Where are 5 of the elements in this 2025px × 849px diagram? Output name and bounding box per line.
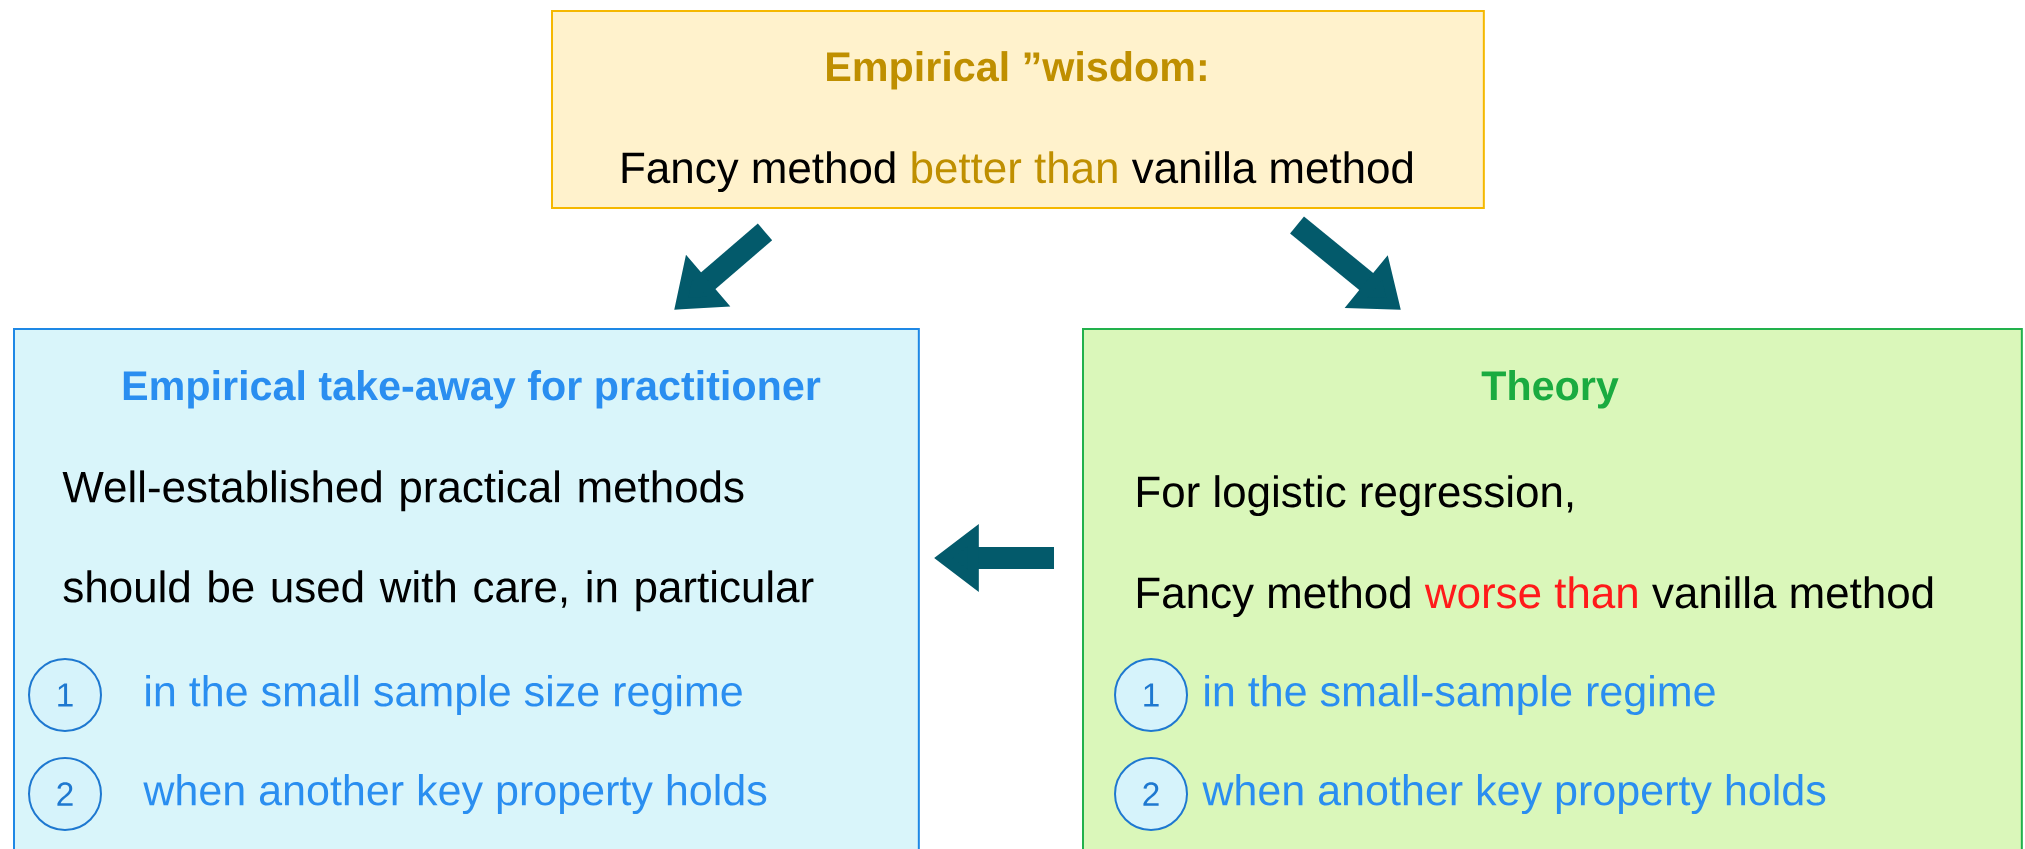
item-text: in the small-sample regime [1205, 674, 1715, 716]
item-text: in the small sample size regime [146, 674, 742, 716]
text-box: Empirical ”wisdom: Fancy method better than vanilla method [551, 10, 1485, 209]
item-text: when another key property holds [143, 773, 767, 815]
item-text: when another key property holds [1202, 773, 1826, 815]
